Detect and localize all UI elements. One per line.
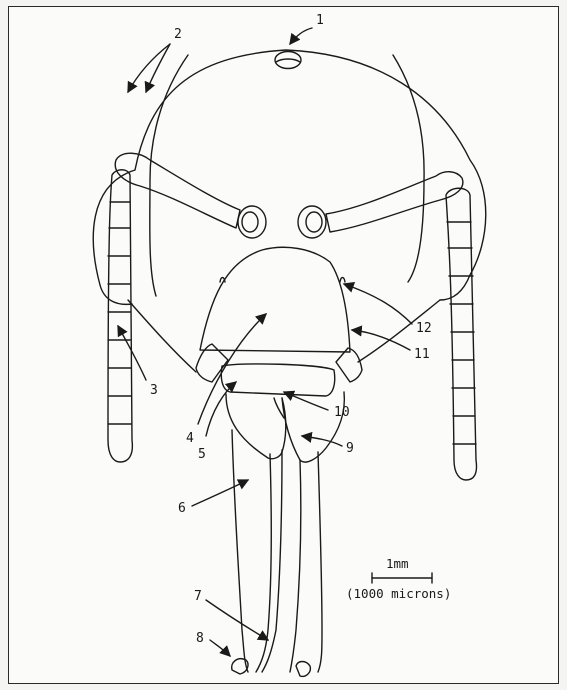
arrow-7 [206,600,268,640]
label-4: 4 [186,431,194,446]
stylet-center-1 [256,454,271,672]
left-antenna-segments [108,202,131,424]
arrow-2a [146,44,170,92]
left-antenna-scape [115,153,240,228]
arrow-4 [198,314,266,424]
label-11: 11 [414,347,430,362]
label-1: 1 [316,13,324,28]
arrow-11 [352,330,410,350]
labrum [221,364,334,396]
label-8: 8 [196,631,204,646]
arrow-6 [192,480,248,506]
left-eye-border [150,55,188,296]
label-2: 2 [174,27,182,42]
right-antenna-scape [326,172,463,232]
labium-region [282,392,344,462]
scale-bar-microns: (1000 microns) [346,586,451,601]
right-antenna-flagellum [446,188,477,480]
left-antennal-socket-inner [242,212,258,232]
right-antennal-socket-inner [306,212,322,232]
label-6: 6 [178,501,186,516]
scale-bar: 1mm (1000 microns) [346,556,451,601]
scale-bar-length: 1mm [386,556,409,571]
clypeus [200,247,350,352]
label-10: 10 [334,405,350,420]
arrow-9 [302,436,342,446]
right-pit [340,278,345,283]
left-antenna-flagellum [108,170,132,462]
left-gena-line [128,300,196,372]
arrow-1 [290,28,312,44]
stylet-right-outer [318,452,322,672]
arrow-8 [210,640,230,656]
head-capsule-outline [93,50,485,304]
label-5: 5 [198,447,206,462]
right-palp [296,662,310,677]
stylet-right-inner [290,460,301,672]
left-pit [220,278,225,283]
label-7: 7 [194,589,202,604]
right-mandible [336,348,362,382]
arrow-5 [206,382,236,436]
right-eye-border [393,55,424,282]
label-12: 12 [416,321,432,336]
arrow-12 [344,284,412,324]
label-3: 3 [150,383,158,398]
label-9: 9 [346,441,354,456]
ocellus-inner [276,59,300,62]
maxillary-region [226,394,286,459]
stylet-left-outer [232,430,248,672]
